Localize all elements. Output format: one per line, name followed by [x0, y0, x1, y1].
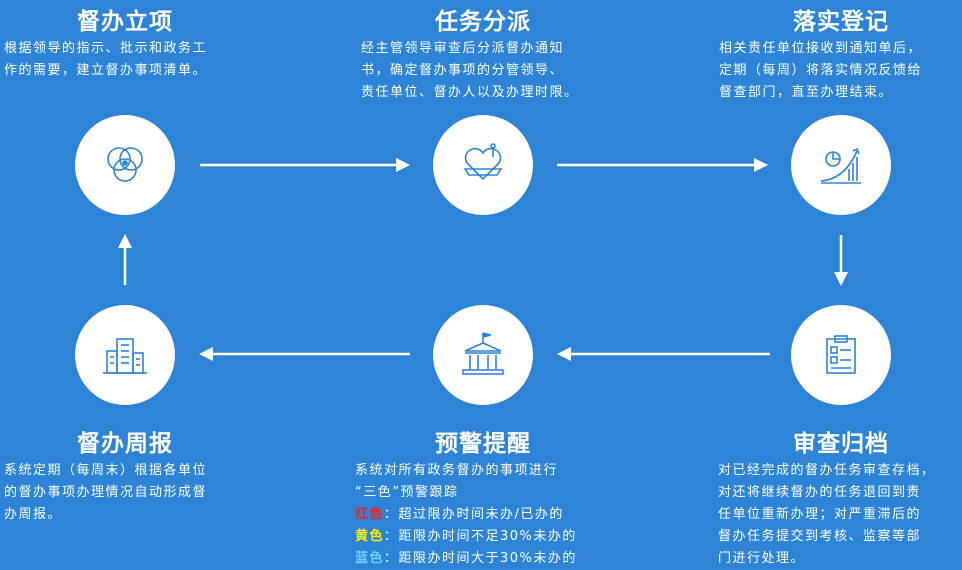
desc-line: 定期（每周）将落实情况反馈给 — [719, 63, 923, 78]
government-building-icon — [462, 332, 504, 375]
step-desc-zhoubao: 系统定期（每周末）根据各单位 的督办事项办理情况自动形成督 办周报。 — [4, 460, 207, 526]
legend-blue-label: 蓝色 — [355, 551, 385, 566]
heart-pen-icon — [463, 143, 503, 181]
desc-line: 对还将继续督办的任务退回到责 — [718, 485, 922, 500]
step-circle-lixiang — [75, 115, 175, 215]
desc-line: 督查部门，直至办理结束。 — [719, 85, 894, 100]
desc-line: 办周报。 — [4, 507, 63, 522]
legend-blue-text: ：距限办时间大于30%未办的 — [384, 551, 577, 566]
arrow-left-icon — [557, 347, 770, 361]
venn-diagram-icon — [107, 147, 143, 182]
desc-line: 根据领导的指示、批示和政务工 — [4, 41, 208, 56]
legend-red-label: 红色 — [355, 507, 385, 522]
desc-line: 书，确定督办事项的分管领导、 — [361, 63, 565, 78]
step-circle-guidang — [791, 305, 891, 405]
clipboard-checklist-icon — [826, 335, 856, 374]
desc-line: 作的需要，建立督办事项清单。 — [4, 63, 208, 78]
step-title-dengji: 落实登记 — [793, 9, 889, 35]
desc-line: 系统对所有政务督办的事项进行 — [355, 463, 559, 478]
desc-line: 相关责任单位接收到通知单后， — [719, 41, 923, 56]
legend-yellow-text: ：距限办时间不足30%未办的 — [384, 529, 577, 544]
step-desc-fenpai: 经主管领导审查后分派督办通知 书，确定督办事项的分管领导、 责任单位、督办人以及… — [361, 38, 579, 104]
office-buildings-icon — [103, 338, 147, 374]
step-desc-dengji: 相关责任单位接收到通知单后， 定期（每周）将落实情况反馈给 督查部门，直至办理结… — [719, 38, 922, 104]
legend-red-text: ：超过限办时间未办/已办的 — [384, 507, 564, 522]
step-circle-zhoubao — [75, 305, 175, 405]
step-circle-fenpai — [433, 115, 533, 215]
desc-line: 系统定期（每周末）根据各单位 — [4, 463, 208, 478]
step-desc-lixiang: 根据领导的指示、批示和政务工 作的需要，建立督办事项清单。 — [4, 38, 207, 82]
legend-blue: 蓝色：距限办时间大于30%未办的 — [355, 548, 577, 570]
desc-line: 门进行处理。 — [718, 551, 806, 566]
desc-line: 经主管领导审查后分派督办通知 — [361, 41, 565, 56]
step-title-yujing: 预警提醒 — [435, 431, 531, 457]
desc-line: 督办任务提交到考核、监察等部 — [718, 529, 922, 544]
step-desc-guidang: 对已经完成的督办任务审查存档， 对还将继续督办的任务退回到责 任单位重新办理；对… — [718, 460, 936, 570]
step-circle-dengji — [791, 115, 891, 215]
desc-line: 任单位重新办理；对严重滞后的 — [718, 507, 922, 522]
step-title-guidang: 审查归档 — [793, 431, 889, 457]
arrow-right-icon — [557, 158, 768, 172]
desc-line: 对已经完成的督办任务审查存档， — [718, 463, 936, 478]
legend-yellow-label: 黄色 — [355, 529, 385, 544]
legend-yellow: 黄色：距限办时间不足30%未办的 — [355, 526, 577, 548]
desc-line: 责任单位、督办人以及办理时限。 — [361, 85, 579, 100]
step-title-zhoubao: 督办周报 — [77, 431, 173, 457]
desc-line: “三色”预警跟踪 — [355, 485, 459, 500]
step-title-fenpai: 任务分派 — [435, 9, 531, 35]
arrow-left-icon — [199, 347, 410, 361]
growth-chart-icon — [820, 147, 861, 184]
arrow-down-icon — [834, 235, 848, 286]
step-desc-yujing: 系统对所有政务督办的事项进行 “三色”预警跟踪 红色：超过限办时间未办/已办的 … — [355, 460, 577, 570]
desc-line: 的督办事项办理情况自动形成督 — [4, 485, 208, 500]
legend-red: 红色：超过限办时间未办/已办的 — [355, 504, 577, 526]
arrow-up-icon — [118, 234, 132, 285]
step-circle-yujing — [433, 305, 533, 405]
arrow-right-icon — [200, 158, 410, 172]
step-title-lixiang: 督办立项 — [77, 9, 173, 35]
